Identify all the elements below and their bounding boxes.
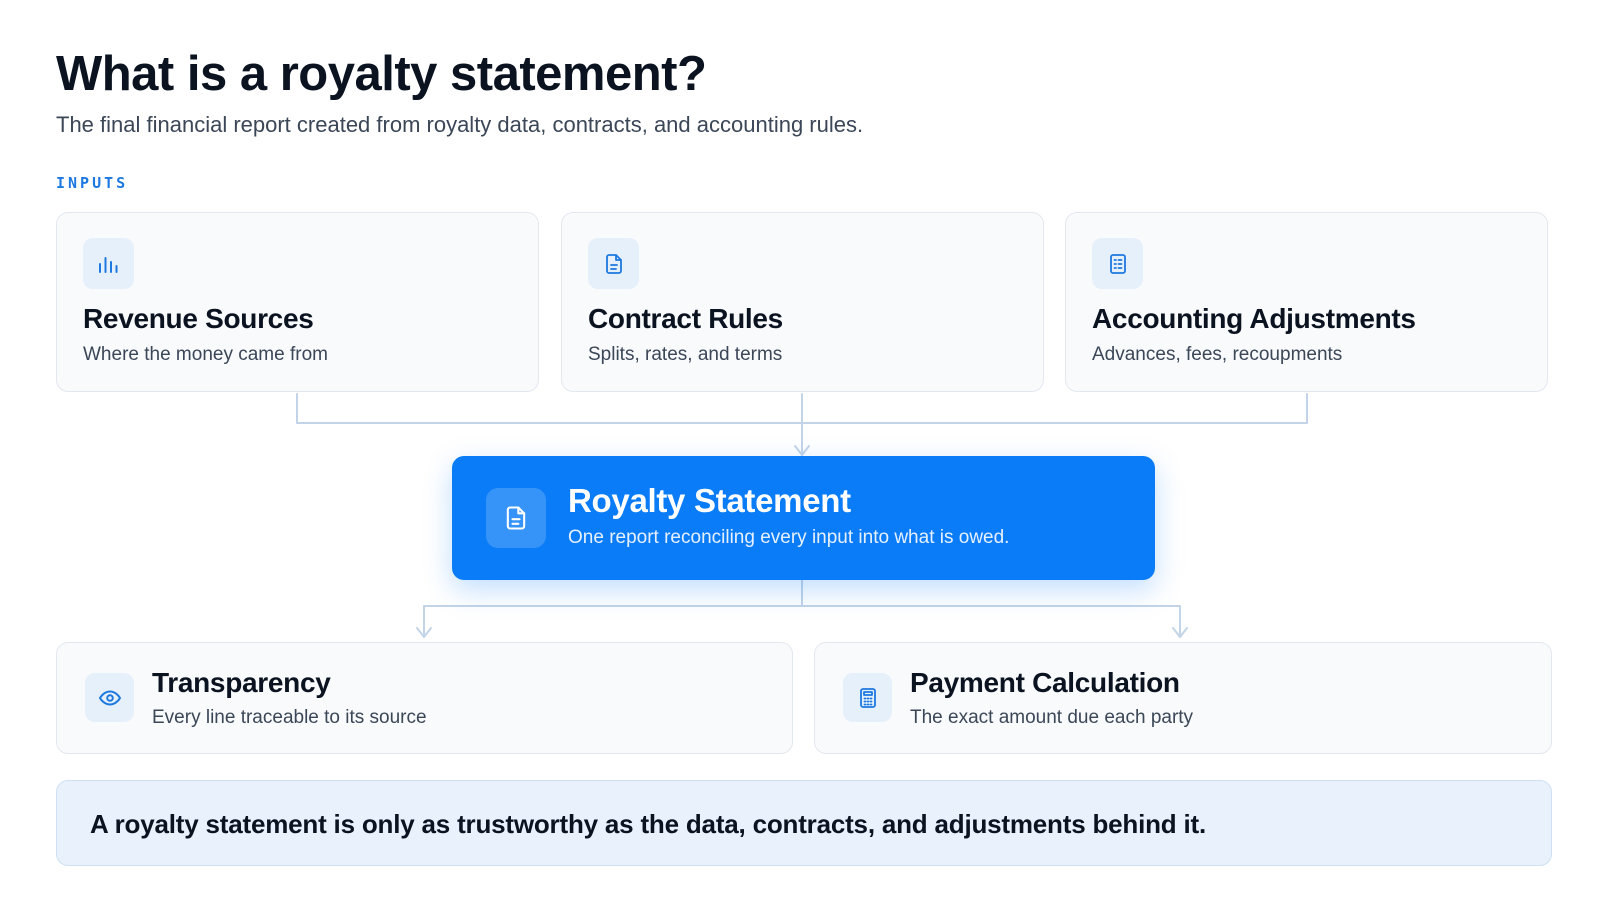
statement-title: Royalty Statement — [568, 482, 851, 519]
page-subtitle: The final financial report created from … — [56, 112, 864, 137]
input-card-title: Revenue Sources — [83, 303, 314, 334]
summary-callout: A royalty statement is only as trustwort… — [56, 780, 1552, 866]
inputs-section-label: INPUTS — [56, 174, 129, 192]
statement-description: One report reconciling every input into … — [568, 527, 1010, 548]
input-card-description: Where the money came from — [83, 344, 328, 365]
callout-text: A royalty statement is only as trustwort… — [90, 809, 1207, 839]
eye-icon — [85, 673, 134, 722]
connector-revenue — [296, 393, 1308, 424]
input-card-title: Accounting Adjustments — [1092, 303, 1416, 334]
document-icon — [486, 488, 546, 548]
output-card-payment-calculation: Payment Calculation The exact amount due… — [814, 642, 1552, 754]
document-icon — [588, 238, 639, 289]
connector-arrowhead-transparency — [416, 627, 432, 638]
output-card-title: Transparency — [152, 667, 331, 698]
calculator-icon — [843, 673, 892, 722]
output-card-description: Every line traceable to its source — [152, 707, 427, 728]
connector-split — [423, 605, 1181, 637]
connector-arrowhead-statement — [794, 445, 810, 456]
ledger-icon — [1092, 238, 1143, 289]
output-card-description: The exact amount due each party — [910, 707, 1194, 728]
bar-chart-icon — [83, 238, 134, 289]
input-card-contract-rules: Contract Rules Splits, rates, and terms — [561, 212, 1044, 392]
input-card-description: Splits, rates, and terms — [588, 344, 783, 365]
input-card-revenue-sources: Revenue Sources Where the money came fro… — [56, 212, 539, 392]
connector-arrowhead-payment — [1172, 627, 1188, 638]
output-card-transparency: Transparency Every line traceable to its… — [56, 642, 793, 754]
page-title: What is a royalty statement? — [56, 47, 707, 101]
input-card-accounting-adjustments: Accounting Adjustments Advances, fees, r… — [1065, 212, 1548, 392]
royalty-statement-card: Royalty Statement One report reconciling… — [452, 456, 1155, 580]
input-card-title: Contract Rules — [588, 303, 783, 334]
input-card-description: Advances, fees, recoupments — [1092, 344, 1343, 365]
output-card-title: Payment Calculation — [910, 667, 1180, 698]
